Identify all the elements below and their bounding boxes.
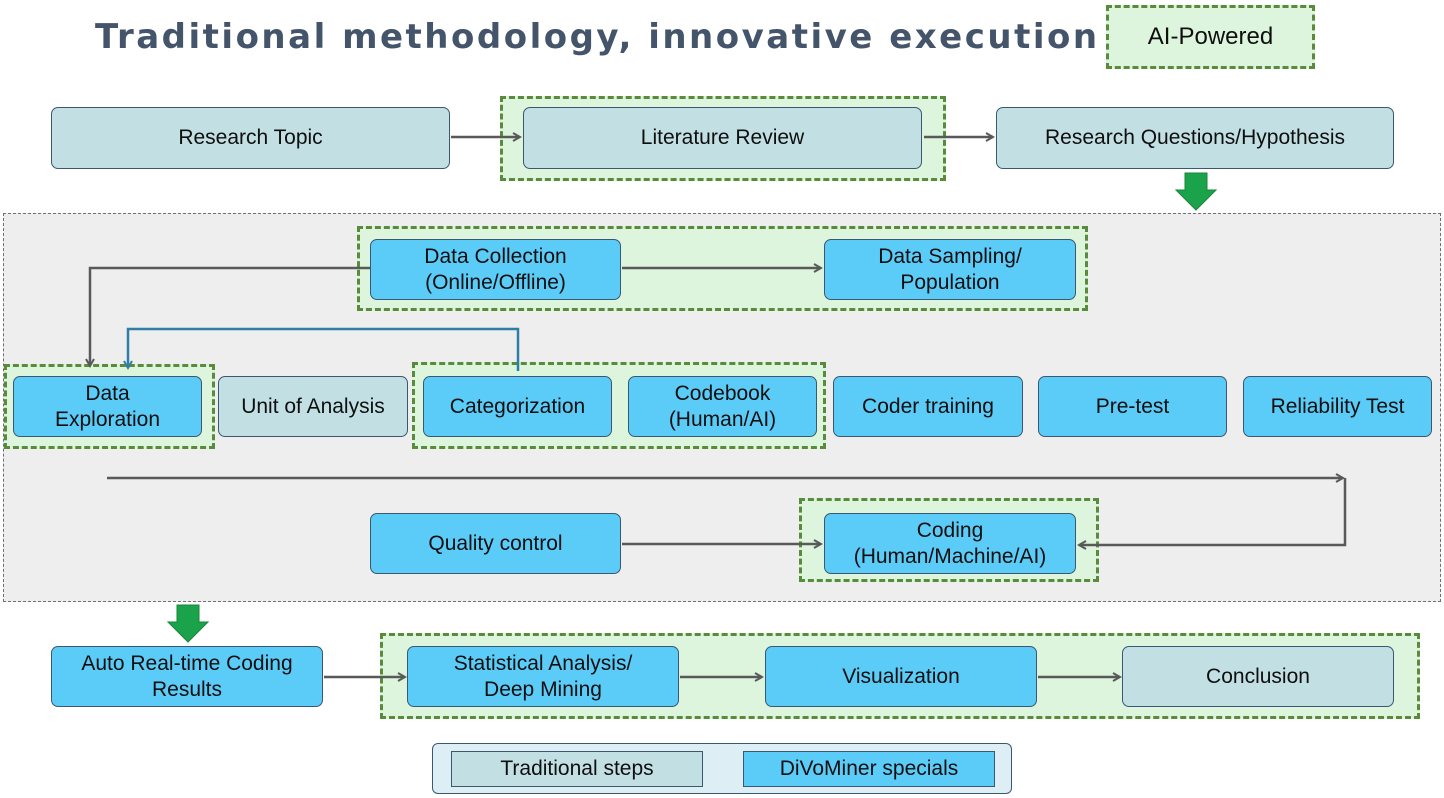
step-reliability-test: Reliability Test: [1243, 376, 1432, 437]
step-coder-training: Coder training: [833, 376, 1023, 437]
step-research-topic: Research Topic: [51, 107, 450, 169]
step-conclusion: Conclusion: [1122, 646, 1394, 707]
step-data-collection: Data Collection (Online/Offline): [370, 239, 621, 300]
ai-powered-badge: AI-Powered: [1106, 5, 1315, 69]
arrow-right-to-coding: [1079, 478, 1347, 545]
step-codebook: Codebook (Human/AI): [628, 376, 817, 437]
step-unit-of-analysis: Unit of Analysis: [218, 376, 408, 437]
step-categorization: Categorization: [423, 376, 612, 437]
legend-traditional-steps: Traditional steps: [451, 751, 703, 787]
step-data-sampling: Data Sampling/ Population: [824, 239, 1076, 300]
legend-divominer-specials: DiVoMiner specials: [743, 751, 995, 787]
arrow-categorization-loop: [128, 327, 520, 371]
step-statistical-analysis: Statistical Analysis/ Deep Mining: [407, 646, 679, 707]
step-pre-test: Pre-test: [1038, 376, 1227, 437]
step-literature-review: Literature Review: [523, 107, 922, 169]
arrow-collection-to-exploration: [90, 266, 370, 366]
legend: Traditional steps DiVoMiner specials: [432, 743, 1012, 794]
page-title: Traditional methodology, innovative exec…: [95, 17, 1100, 57]
step-coding: Coding (Human/Machine/AI): [824, 513, 1076, 574]
step-research-questions: Research Questions/Hypothesis: [996, 107, 1394, 169]
step-auto-results: Auto Real-time Coding Results: [51, 646, 323, 707]
down-arrow-results: [166, 604, 210, 643]
step-quality-control: Quality control: [370, 513, 621, 574]
down-arrow-questions: [1174, 172, 1218, 211]
step-visualization: Visualization: [765, 646, 1037, 707]
step-data-exploration: Data Exploration: [13, 376, 202, 437]
